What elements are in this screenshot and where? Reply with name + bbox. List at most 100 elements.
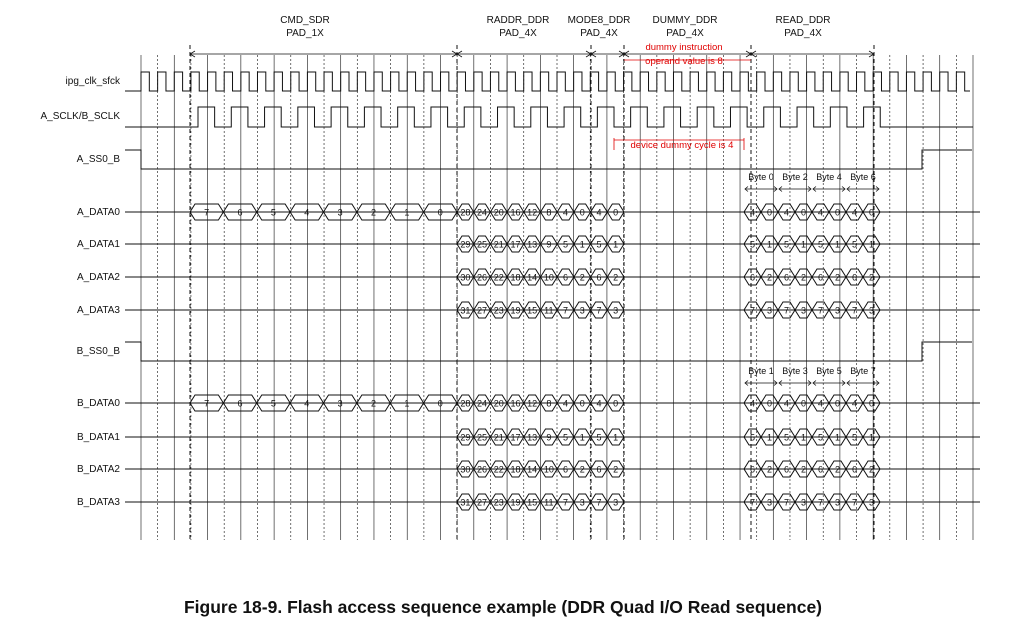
phase-pad: PAD_4X xyxy=(580,28,618,39)
addr-nibble xyxy=(606,268,625,286)
byte-a-label: Byte 4 xyxy=(816,172,842,182)
addr-nibble-value: 4 xyxy=(596,208,601,218)
read-nibble-value: 5 xyxy=(750,240,755,250)
read-nibble-value: 3 xyxy=(801,306,806,316)
byte-a-arrowhead xyxy=(846,186,851,192)
read-nibble-value: 1 xyxy=(801,433,806,443)
signal-label: B_DATA1 xyxy=(77,432,120,443)
read-nibble xyxy=(862,235,881,253)
addr-nibble-value: 9 xyxy=(546,433,551,443)
cmd-bit-value: 7 xyxy=(204,399,209,409)
b-ss0-waveform xyxy=(125,341,972,362)
addr-nibble-value: 18 xyxy=(510,273,520,283)
cmd-bit-value: 7 xyxy=(204,208,209,218)
read-nibble-value: 4 xyxy=(818,208,823,218)
addr-nibble-value: 14 xyxy=(527,273,537,283)
addr-nibble-value: 5 xyxy=(596,433,601,443)
signal-label: A_SCLK/B_SCLK xyxy=(41,111,121,122)
read-nibble-value: 0 xyxy=(801,399,806,409)
read-nibble-value: 2 xyxy=(835,465,840,475)
phase-span-arrowhead xyxy=(623,50,630,58)
cmd-bit-value: 2 xyxy=(371,208,376,218)
signal-label: A_DATA0 xyxy=(77,207,120,218)
addr-nibble-value: 14 xyxy=(527,465,537,475)
signal-label: ipg_clk_sfck xyxy=(66,76,121,87)
addr-nibble xyxy=(606,301,625,319)
read-nibble-value: 5 xyxy=(750,433,755,443)
addr-nibble xyxy=(606,203,625,221)
read-nibble-value: 3 xyxy=(869,498,874,508)
phase-name: RADDR_DDR xyxy=(487,15,550,26)
cmd-bit-value: 4 xyxy=(304,208,309,218)
byte-a-arrowhead xyxy=(841,186,846,192)
addr-nibble-value: 29 xyxy=(460,240,470,250)
read-nibble-value: 1 xyxy=(767,433,772,443)
byte-a-arrowhead xyxy=(875,186,880,192)
addr-nibble-value: 17 xyxy=(510,240,520,250)
read-nibble-value: 4 xyxy=(750,399,755,409)
addr-nibble-value: 6 xyxy=(596,465,601,475)
read-nibble xyxy=(862,301,881,319)
signal-label: B_DATA3 xyxy=(77,497,120,508)
read-nibble-value: 6 xyxy=(852,465,857,475)
addr-nibble-value: 20 xyxy=(494,399,504,409)
byte-a-label: Byte 6 xyxy=(850,172,876,182)
addr-nibble-value: 11 xyxy=(544,306,553,316)
read-nibble-value: 6 xyxy=(750,273,755,283)
figure-caption: Figure 18-9. Flash access sequence examp… xyxy=(184,597,822,617)
read-nibble-value: 0 xyxy=(835,208,840,218)
addr-nibble-value: 31 xyxy=(460,498,470,508)
read-nibble-value: 4 xyxy=(784,208,789,218)
addr-nibble-value: 22 xyxy=(494,465,504,475)
addr-nibble-value: 3 xyxy=(613,306,618,316)
addr-nibble xyxy=(606,394,625,412)
byte-b-label: Byte 5 xyxy=(816,366,842,376)
read-nibble-value: 7 xyxy=(818,306,823,316)
addr-nibble-value: 4 xyxy=(563,399,568,409)
read-nibble xyxy=(862,493,881,511)
dummy-instruction-note: dummy instruction xyxy=(645,42,722,53)
clock-gridlines xyxy=(140,55,974,540)
byte-a-arrowhead xyxy=(812,186,817,192)
byte-b-arrowhead xyxy=(841,380,846,386)
read-nibble-value: 6 xyxy=(818,273,823,283)
addr-nibble-value: 27 xyxy=(477,498,487,508)
read-nibble-value: 2 xyxy=(767,273,772,283)
read-nibble-value: 4 xyxy=(784,399,789,409)
byte-b-label: Byte 3 xyxy=(782,366,808,376)
addr-nibble-value: 0 xyxy=(580,208,585,218)
addr-nibble xyxy=(606,235,625,253)
addr-nibble-value: 8 xyxy=(546,399,551,409)
byte-a-arrowhead xyxy=(807,186,812,192)
signal-label: A_DATA1 xyxy=(77,239,120,250)
read-nibble-value: 5 xyxy=(818,240,823,250)
phase-pad: PAD_1X xyxy=(286,28,324,39)
addr-nibble-value: 6 xyxy=(563,273,568,283)
addr-nibble-value: 7 xyxy=(563,306,568,316)
read-nibble-value: 7 xyxy=(750,498,755,508)
addr-nibble-value: 9 xyxy=(546,240,551,250)
read-nibble-value: 1 xyxy=(869,240,874,250)
read-nibble-value: 5 xyxy=(784,433,789,443)
read-nibble-value: 2 xyxy=(801,465,806,475)
byte-b-arrowhead xyxy=(744,380,749,386)
cmd-bit-value: 3 xyxy=(338,208,343,218)
phase-name: CMD_SDR xyxy=(280,15,329,26)
read-nibble xyxy=(862,203,881,221)
addr-nibble-value: 30 xyxy=(460,465,470,475)
cmd-bit-value: 0 xyxy=(438,208,443,218)
addr-nibble-value: 1 xyxy=(613,433,618,443)
cmd-bit-value: 0 xyxy=(438,399,443,409)
read-nibble-value: 0 xyxy=(767,399,772,409)
addr-nibble-value: 8 xyxy=(546,208,551,218)
read-nibble-value: 5 xyxy=(852,240,857,250)
phase-span-arrowhead xyxy=(750,50,757,58)
read-nibble-value: 3 xyxy=(801,498,806,508)
addr-nibble-value: 12 xyxy=(527,399,537,409)
read-nibble-value: 4 xyxy=(852,399,857,409)
addr-nibble-value: 27 xyxy=(477,306,487,316)
cmd-bit-value: 6 xyxy=(238,399,243,409)
addr-nibble-value: 4 xyxy=(563,208,568,218)
